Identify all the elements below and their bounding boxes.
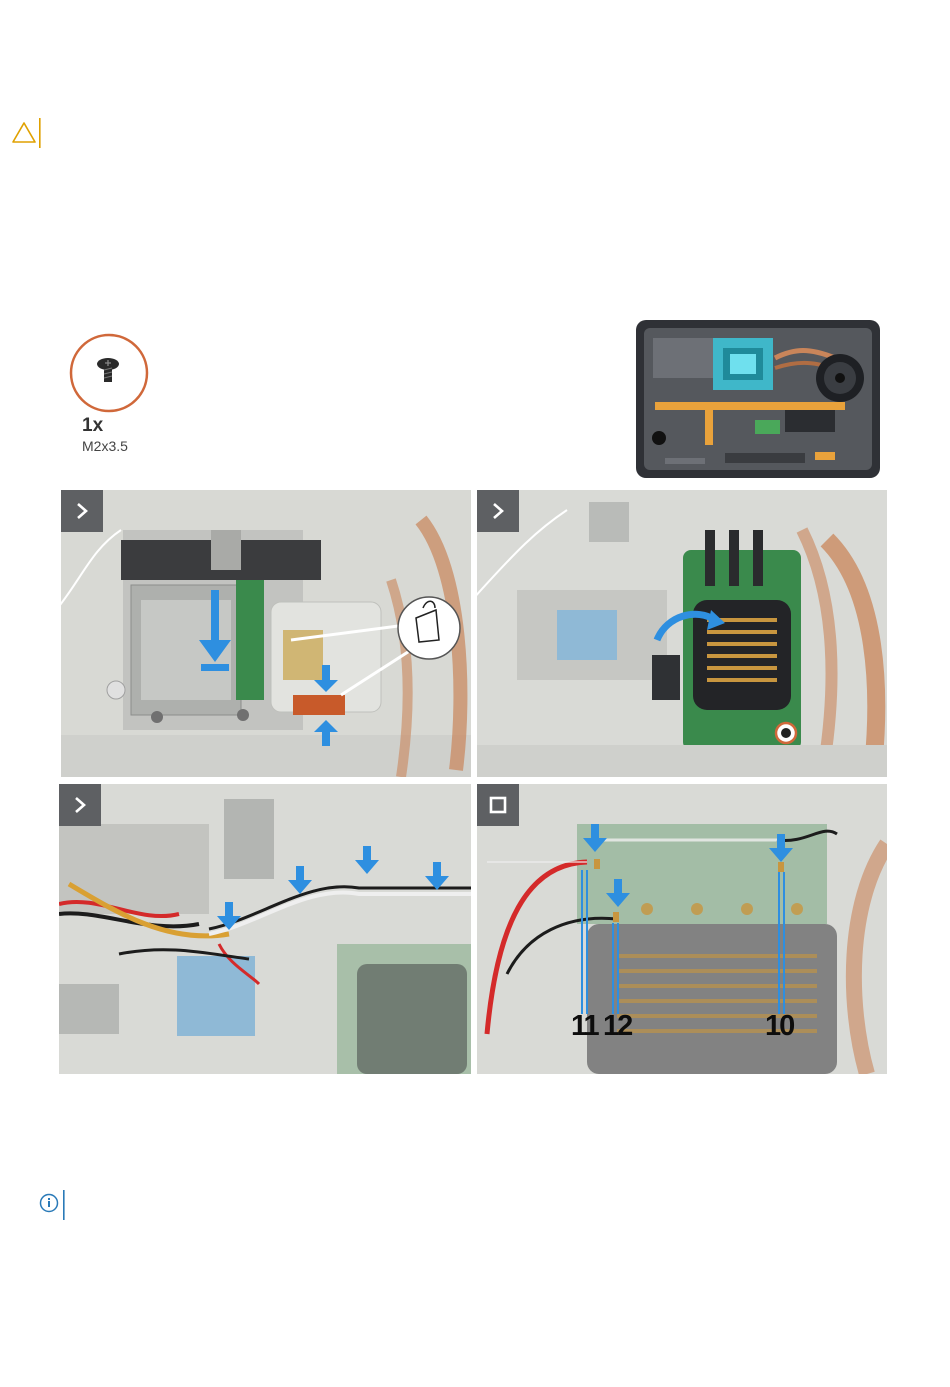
screw-type: M2x3.5 <box>82 438 128 454</box>
screw-callout: 1x M2x3.5 <box>68 332 158 462</box>
step-1-tag <box>61 490 103 532</box>
info-circle-icon <box>38 1188 68 1222</box>
screw-quantity: 1x <box>82 415 103 437</box>
step-2-tag <box>477 490 519 532</box>
callout-label-11: 11 <box>571 1010 598 1043</box>
note-marker <box>38 1188 68 1222</box>
chevron-right-icon <box>74 501 90 521</box>
caution-marker <box>12 118 42 150</box>
step-3-panel <box>59 784 471 1074</box>
step-1-panel <box>61 490 471 777</box>
step-3-tag <box>59 784 101 826</box>
chevron-right-icon <box>72 795 88 815</box>
callout-label-12: 12 <box>603 1010 631 1043</box>
step-4-panel: 11 12 10 <box>477 784 887 1074</box>
callout-label-10: 10 <box>765 1010 793 1043</box>
chevron-right-icon <box>490 501 506 521</box>
caution-triangle-icon <box>12 118 42 150</box>
step-4-tag <box>477 784 519 826</box>
screw-icon <box>68 332 150 414</box>
stop-square-icon <box>489 796 507 814</box>
laptop-overview-image <box>635 318 881 484</box>
step-2-panel <box>477 490 887 777</box>
